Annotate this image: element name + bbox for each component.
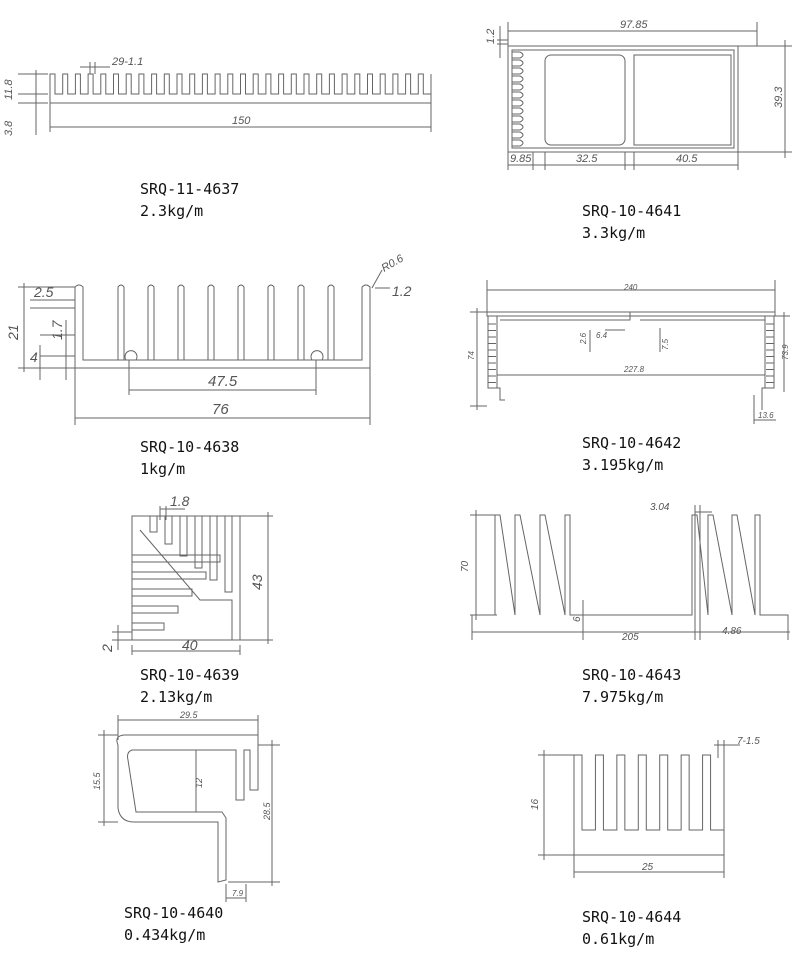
dim-4641-left: 9.85 <box>510 153 532 165</box>
profile-drawing-4639 <box>112 506 273 655</box>
dim-4642-inner: 227.8 <box>623 365 645 374</box>
dim-4642-b: 6.4 <box>596 331 608 340</box>
profile-code: SRQ-10-4638 <box>140 438 240 456</box>
dim-4637-width: 150 <box>232 115 251 127</box>
dim-4644-fin: 7-1.5 <box>737 736 760 747</box>
profile-code: SRQ-10-4639 <box>140 666 240 684</box>
dim-4643-width: 205 <box>621 632 639 643</box>
dim-4637-fin-height: 11.8 <box>3 79 15 100</box>
profile-label-4640: SRQ-10-4640 0.434kg/m <box>124 902 223 946</box>
profile-weight: 3.195kg/m <box>582 456 664 474</box>
dim-4638-radius: R0.6 <box>380 252 407 274</box>
dim-4638-height: 21 <box>5 324 21 341</box>
profile-code: SRQ-10-4643 <box>582 666 682 684</box>
profile-code: SRQ-10-4642 <box>582 434 682 452</box>
dim-4639-thickness: 1.8 <box>170 493 190 509</box>
profile-code: SRQ-10-4641 <box>582 202 682 220</box>
dim-4639-base: 2 <box>99 644 115 653</box>
dim-4638-gap: 2.5 <box>33 284 54 300</box>
profile-drawing-4644 <box>538 740 740 878</box>
profile-drawing-4638 <box>18 269 390 425</box>
profile-weight: 0.61kg/m <box>582 930 655 948</box>
profile-label-4641: SRQ-10-4641 3.3kg/m <box>582 200 681 244</box>
profile-code: SRQ-10-4640 <box>124 904 224 922</box>
dim-4637-base: 3.8 <box>3 120 15 136</box>
dim-4642-width: 240 <box>623 283 638 292</box>
dim-4643-fin: 3.04 <box>650 502 670 513</box>
dim-4638-width: 76 <box>212 401 229 418</box>
profile-weight: 2.13kg/m <box>140 688 213 706</box>
dim-4641-right: 40.5 <box>676 153 698 165</box>
dim-4642-a: 2.6 <box>579 332 588 345</box>
profile-code: SRQ-11-4637 <box>140 180 240 198</box>
dim-4644-height: 16 <box>530 798 541 810</box>
profile-weight: 7.975kg/m <box>582 688 664 706</box>
profile-drawing-4642 <box>470 280 790 424</box>
dim-4640-h3: 28.5 <box>262 801 272 821</box>
dim-4640-h1: 15.5 <box>92 771 102 790</box>
dim-4644-width: 25 <box>641 862 654 873</box>
profile-drawing-4641 <box>497 22 792 170</box>
dim-4638-span: 47.5 <box>208 373 238 390</box>
dim-4638-fin-thickness: 1.7 <box>49 319 65 340</box>
dim-4640-h2: 12 <box>194 778 204 788</box>
profile-code: SRQ-10-4644 <box>582 908 682 926</box>
dim-4639-height: 43 <box>249 574 265 590</box>
dim-4640-w2: 7.9 <box>232 889 244 898</box>
dim-4642-height-2: 73.9 <box>781 344 790 360</box>
profile-drawing-4637 <box>18 62 432 135</box>
dim-4639-width: 40 <box>182 637 198 653</box>
dim-4642-d: 13.6 <box>758 411 774 420</box>
profile-label-4642: SRQ-10-4642 3.195kg/m <box>582 432 681 476</box>
profile-weight: 1kg/m <box>140 460 186 478</box>
dim-4642-height: 74 <box>467 351 476 360</box>
dim-4642-c: 7.5 <box>661 338 670 350</box>
profile-label-4639: SRQ-10-4639 2.13kg/m <box>140 664 239 708</box>
dim-4643-height: 70 <box>460 560 471 572</box>
dim-4638-base: 4 <box>30 349 38 365</box>
profile-label-4644: SRQ-10-4644 0.61kg/m <box>582 906 681 950</box>
profile-drawing-4640 <box>98 715 280 902</box>
dim-4641-mid: 32.5 <box>576 153 598 165</box>
profile-drawing-4643 <box>470 505 790 640</box>
dim-4641-thickness: 1.2 <box>485 29 497 44</box>
dim-4643-gap: 4.86 <box>722 626 742 637</box>
dim-4637-pitch: 29-1.1 <box>111 56 143 68</box>
profile-label-4637: SRQ-11-4637 2.3kg/m <box>140 178 239 222</box>
profile-label-4638: SRQ-10-4638 1kg/m <box>140 436 239 480</box>
dim-4643-base: 6 <box>572 616 583 622</box>
dim-4640-width: 29.5 <box>179 710 199 720</box>
profile-weight: 2.3kg/m <box>140 202 204 220</box>
dim-4638-thickness: 1.2 <box>392 283 412 299</box>
dim-4641-width: 97.85 <box>620 19 648 31</box>
profile-weight: 3.3kg/m <box>582 224 646 242</box>
profile-weight: 0.434kg/m <box>124 926 206 944</box>
dim-4641-height: 39.3 <box>773 86 785 108</box>
profile-label-4643: SRQ-10-4643 7.975kg/m <box>582 664 681 708</box>
